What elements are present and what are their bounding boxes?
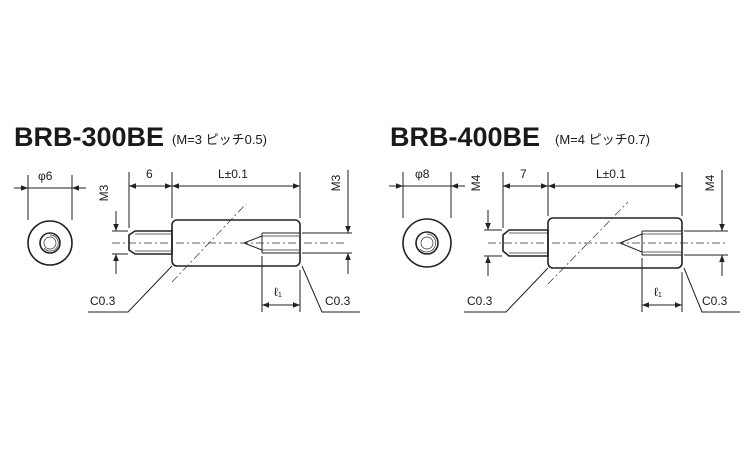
brb-400be-drawing: BRB-400BE (M=4 ピッチ0.7) φ8 [389, 122, 740, 313]
right-body-length: L±0.1 [596, 167, 626, 181]
left-m-label-right: M3 [329, 174, 343, 191]
left-title: BRB-300BE [14, 122, 164, 152]
left-chamfer-left: C0.3 [90, 294, 116, 308]
left-m-label: M3 [97, 184, 111, 201]
right-m-label-right: M4 [703, 174, 717, 191]
right-chamfer-left: C0.3 [467, 294, 493, 308]
left-body-length: L±0.1 [218, 167, 248, 181]
left-shaft-length: 6 [146, 167, 153, 181]
right-chamfer-right: C0.3 [702, 294, 728, 308]
right-m-label: M4 [469, 174, 483, 191]
left-end-view: φ6 [14, 169, 86, 266]
left-diameter-label: φ6 [38, 169, 53, 183]
right-depth-label: ℓ₁ [654, 285, 662, 299]
brb-300be-drawing: BRB-300BE (M=3 ピッチ0.5) φ6 [14, 122, 360, 313]
right-spec: (M=4 ピッチ0.7) [555, 132, 650, 147]
left-spec: (M=3 ピッチ0.5) [172, 132, 267, 147]
left-depth-label: ℓ₁ [274, 285, 282, 299]
left-chamfer-right: C0.3 [325, 294, 351, 308]
right-side-view: M4 7 L±0.1 M4 ℓ₁ C0.3 [464, 167, 740, 313]
right-title: BRB-400BE [390, 122, 540, 152]
right-end-view: φ8 [389, 167, 465, 268]
left-side-view: M3 6 L±0.1 M3 ℓ₁ C0.3 [88, 167, 360, 313]
right-diameter-label: φ8 [415, 167, 430, 181]
right-shaft-length: 7 [520, 167, 527, 181]
